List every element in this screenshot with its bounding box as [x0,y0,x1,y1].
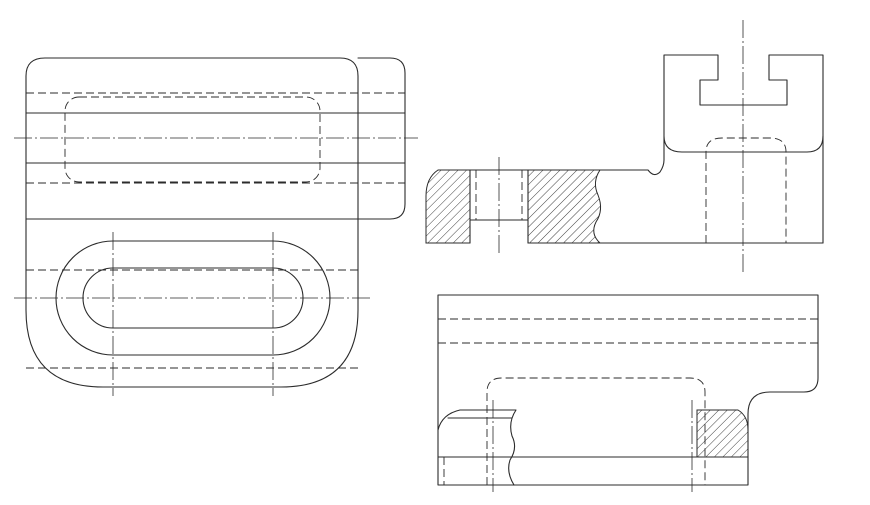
front-section-view [425,20,824,275]
top-view-slot-outer [55,240,331,356]
side-section-hatch [696,409,749,458]
top-view-hidden-pocket [64,96,321,183]
top-view-outline [25,57,359,388]
side-section-view [437,294,819,492]
top-view-boss [357,57,406,220]
front-section-hidden-bore [705,137,787,243]
front-section-hatch-right [527,169,602,244]
side-section-break-left [437,409,517,486]
front-section-hatch-left [425,169,471,244]
top-view [14,57,418,396]
side-section-hidden-pocket [486,377,706,485]
front-section-body [599,54,824,176]
side-section-outline [437,294,819,486]
